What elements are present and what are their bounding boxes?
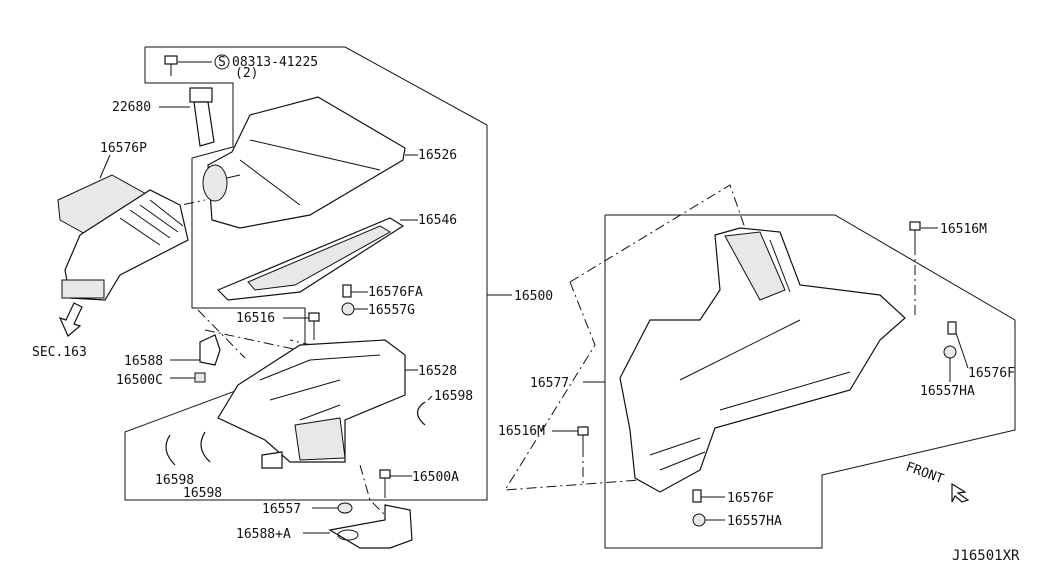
part-16576FA-clip — [342, 284, 368, 298]
label-front: FRONT — [904, 460, 946, 488]
link-line — [204, 329, 299, 351]
part-16576P-duct — [57, 154, 189, 301]
part-22680-sensor — [159, 87, 215, 147]
label-16598-a: 16598 — [155, 473, 194, 488]
label-16588: 16588 — [124, 354, 163, 369]
link-line — [569, 184, 746, 283]
part-16557-grommet — [312, 502, 353, 514]
label-16516M-top: 16516M — [940, 222, 987, 237]
bolt-08313-41225 — [164, 55, 212, 76]
assembly-frame-right — [604, 214, 1016, 549]
part-16557G-grommet — [341, 302, 368, 316]
part-16576F-clip-bottom — [692, 489, 725, 503]
label-16500C: 16500C — [116, 373, 163, 388]
part-16577-resonator — [619, 227, 906, 493]
link-line — [359, 464, 391, 521]
part-16516-bolt — [283, 312, 320, 340]
label-16500: 16500 — [514, 289, 553, 304]
label-16588A: 16588+A — [236, 527, 291, 542]
link-line — [197, 309, 246, 359]
label-16557G: 16557G — [368, 303, 415, 318]
label-16598-right: 16598 — [434, 389, 473, 404]
front-arrow-icon — [951, 482, 970, 503]
link-line — [504, 281, 641, 491]
label-bolt-spec: 08313-41225 — [232, 55, 318, 70]
part-16516M-bolt-left — [552, 426, 589, 447]
label-16576P: 16576P — [100, 141, 147, 156]
s-mark-icon: S — [214, 54, 230, 70]
part-16588A-bracket — [303, 504, 413, 549]
label-sec163: SEC.163 — [32, 345, 87, 360]
part-16546-filter — [216, 217, 405, 301]
part-16526-cover — [202, 96, 406, 229]
diagram-code: J16501XR — [952, 548, 1020, 564]
part-16516M-bolt-top — [909, 221, 938, 245]
label-16546: 16546 — [418, 213, 457, 228]
label-16516: 16516 — [236, 311, 275, 326]
label-16576F-bottom: 16576F — [727, 491, 774, 506]
part-16598-clamp-b — [200, 431, 211, 463]
label-16526: 16526 — [418, 148, 457, 163]
svg-text:S: S — [218, 55, 226, 70]
part-16557HA-grommet-right — [943, 345, 957, 382]
part-16557HA-grommet-bottom — [692, 513, 725, 527]
part-16500A-bolt — [379, 469, 412, 498]
label-16577: 16577 — [530, 376, 569, 391]
part-16598-clamp-a — [165, 434, 176, 466]
sec163-arrow — [58, 302, 83, 337]
label-16516M-left: 16516M — [498, 424, 545, 439]
assembly-frame-upper — [124, 46, 488, 501]
label-16557: 16557 — [262, 502, 301, 517]
part-16528-box — [217, 339, 406, 469]
part-16588-bracket — [170, 334, 221, 366]
label-16557HA-right: 16557HA — [920, 384, 975, 399]
part-16500C-nut — [170, 372, 206, 383]
label-16528: 16528 — [418, 364, 457, 379]
part-16598-clamp-right — [416, 395, 433, 426]
label-bolt-qty: (2) — [235, 66, 258, 81]
label-16557HA-bottom: 16557HA — [727, 514, 782, 529]
label-16576FA: 16576FA — [368, 285, 423, 300]
label-22680: 22680 — [112, 100, 151, 115]
label-16576F-right: 16576F — [968, 366, 1015, 381]
label-16598-b: 16598 — [183, 486, 222, 501]
part-16576F-clip-right — [947, 321, 969, 369]
label-16500A: 16500A — [412, 470, 459, 485]
